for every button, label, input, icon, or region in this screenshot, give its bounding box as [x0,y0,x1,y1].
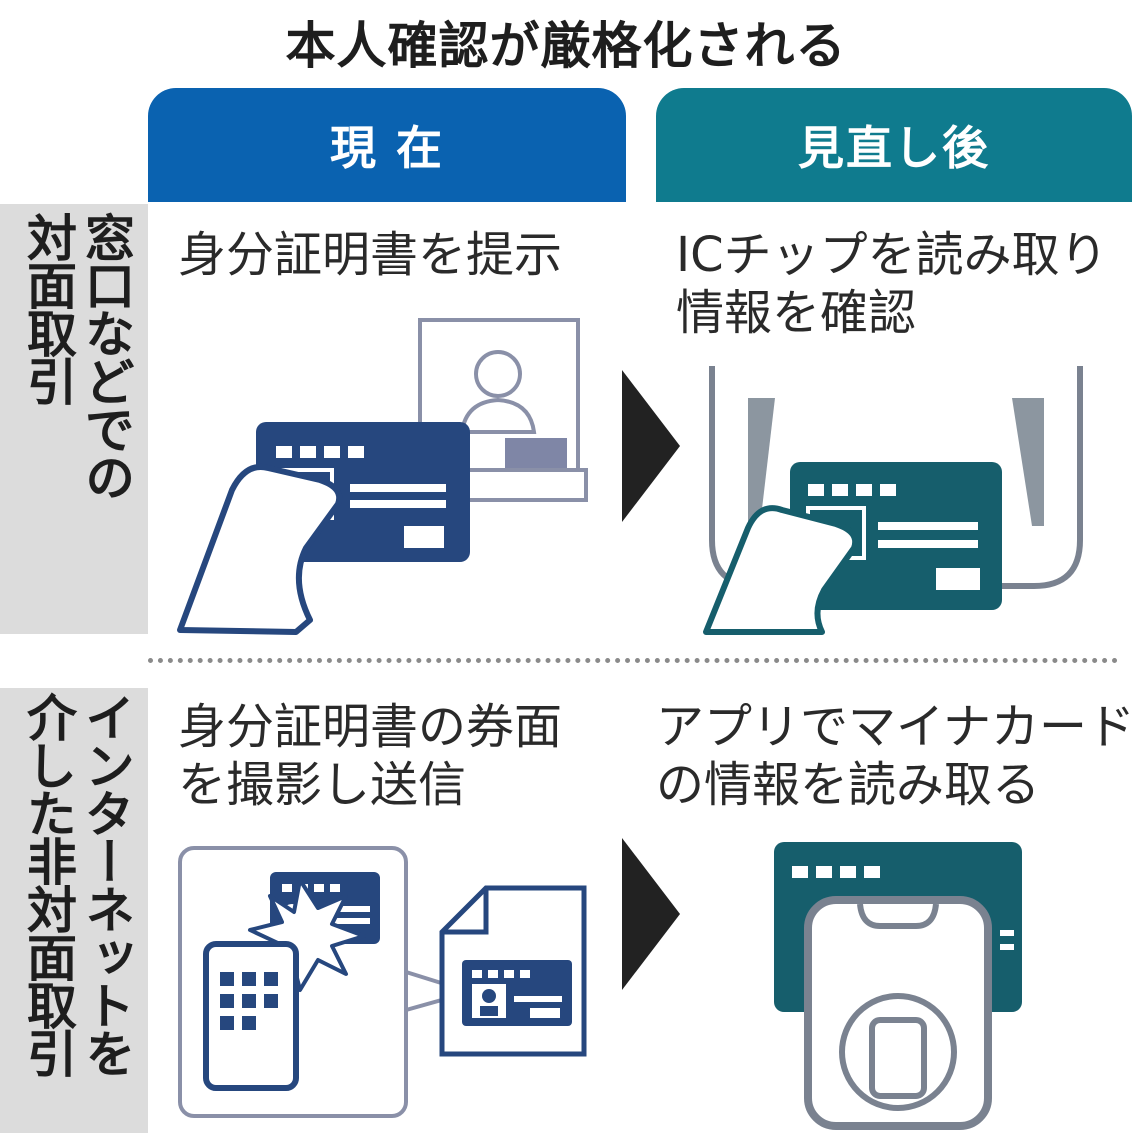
column-header-after: 見直し後 [656,88,1132,202]
row-label-online-line2: 介した非対面取引 [19,692,77,1076]
app-reading-illustration [774,842,1022,1130]
photo-send-illustration [178,846,587,1118]
row-label-online-line1: インターネットを [77,692,135,1076]
arrow-icon [622,838,680,990]
online-current-text-line2: を撮影し送信 [178,757,467,813]
counter-after-text-line2: 情報を確認 [676,285,917,341]
ic-reader-illustration [703,366,1083,635]
row-label-counter [0,204,148,634]
hand-icon [177,464,343,635]
counter-current-text: 身分証明書を提示 [178,227,563,283]
arrow-icon [622,370,680,522]
id-card-presentation-illustration [177,318,588,635]
hand-icon [703,505,859,635]
online-after-text-line1: アプリでマイナカード [656,699,1132,755]
row-label-counter-line2: 対面取引 [19,212,77,404]
smartphone-icon [804,896,992,1130]
ic-card-icon [790,462,1002,610]
row-label-online [0,688,148,1133]
document-icon [439,885,587,1057]
row-divider [148,658,1118,663]
column-header-current: 現 在 [148,88,626,202]
speech-pointer [404,969,478,1013]
online-after-text-line2: の情報を読み取る [656,757,1041,813]
online-current-text-line1: 身分証明書の券面 [178,699,563,755]
page-title: 本人確認が厳格化される [285,17,847,75]
counter-after-text-line1: ICチップを読み取り [676,227,1108,283]
smartphone-icon [203,941,299,1091]
row-label-counter-line1: 窓口などでの [77,212,135,500]
